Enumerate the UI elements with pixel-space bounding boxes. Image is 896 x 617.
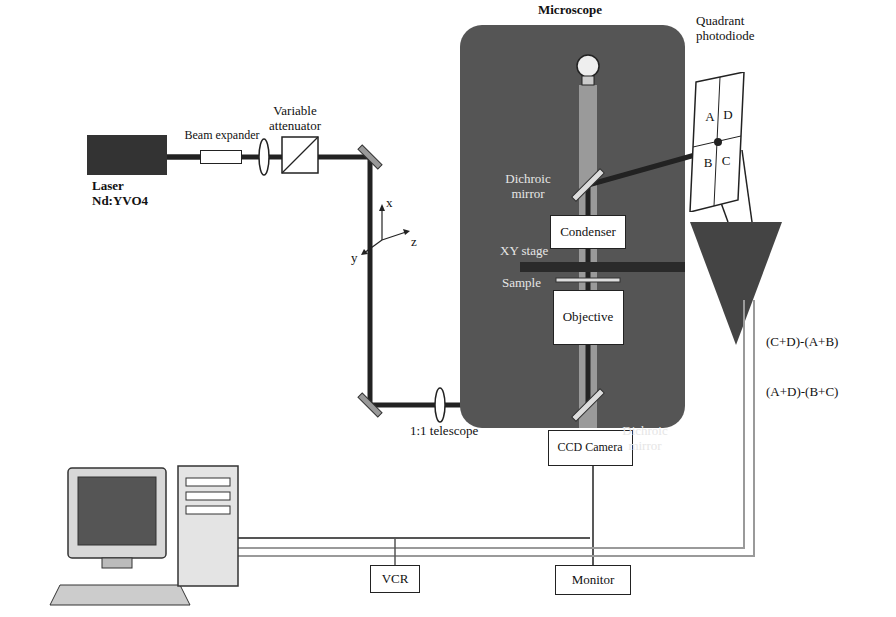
part-label: Variable attenuator — [258, 104, 332, 134]
part-label: XY stage — [500, 244, 548, 259]
node-label: CCD Camera — [552, 441, 629, 455]
microscope-part — [572, 169, 605, 202]
part-label: Sample — [502, 276, 541, 291]
axis — [403, 229, 410, 235]
keyboard — [50, 585, 190, 605]
axis — [364, 240, 382, 253]
axis-label: z — [411, 235, 417, 250]
axis — [361, 249, 368, 255]
laser-beam — [368, 157, 373, 405]
video-wire — [394, 538, 396, 565]
quadrant-letter: C — [720, 154, 732, 169]
microscope-part — [520, 262, 685, 272]
axis — [379, 204, 385, 211]
signal-name: (A+D)-(B+C) — [766, 385, 838, 400]
node-label: Beam expander — [167, 129, 277, 143]
mirror — [358, 145, 382, 169]
quadrant-photodiode: Quadrant photodiodeADBC — [688, 72, 746, 212]
lens — [259, 139, 269, 175]
computer-tower — [178, 466, 238, 586]
computer-monitor — [68, 468, 166, 558]
ccd-camera-box: CCD Camera — [548, 430, 633, 466]
drive-bay — [186, 506, 230, 514]
vcr-box: VCR — [370, 565, 420, 593]
monitor-box: Monitor — [555, 565, 631, 595]
node-label: Quadrant photodiode — [696, 14, 781, 44]
node-label: Microscope — [515, 3, 625, 18]
node-label: Condenser — [554, 225, 622, 240]
microscope-part — [556, 278, 620, 282]
quadrant-letter: D — [722, 108, 734, 123]
polarizer-cube — [282, 137, 318, 173]
computer-stand — [102, 558, 132, 568]
node-label: Laser Nd:YVO4 — [92, 179, 162, 209]
axis — [381, 208, 382, 240]
lens — [435, 388, 445, 422]
node-label: Monitor — [566, 573, 621, 588]
microscope-part — [572, 389, 605, 422]
laser-box: Laser Nd:YVO4 — [87, 135, 167, 175]
drive-bay — [186, 478, 230, 486]
part-label: 1:1 telescope — [410, 424, 478, 439]
microscope-part — [579, 85, 597, 428]
photodiode-outline — [688, 72, 746, 212]
quadrant-letter: B — [702, 156, 714, 171]
objective-box: Objective — [553, 290, 624, 345]
part-label: Dichroic mirror — [607, 424, 683, 454]
connector — [593, 466, 594, 565]
microscope-part — [577, 55, 599, 77]
axis-label: x — [386, 196, 393, 211]
microscope-housing: MicroscopeCondenserObjective — [460, 25, 685, 428]
signal-name: (C+D)-(A+B) — [766, 335, 838, 350]
microscope-part — [582, 76, 594, 85]
beam-expander-box: Beam expander — [200, 150, 242, 164]
part-label: Dichroic mirror — [493, 172, 563, 202]
video-wire — [238, 537, 590, 539]
node-label: Objective — [557, 310, 620, 325]
computer-screen — [78, 477, 156, 545]
wire — [742, 150, 752, 222]
quadrant-letter: A — [704, 110, 716, 125]
microscope-part — [586, 185, 591, 405]
polarizer-cube — [282, 137, 318, 173]
amplifier-triangle — [690, 222, 782, 345]
condenser-box: Condenser — [550, 215, 626, 249]
axis — [382, 232, 406, 240]
axis-label: y — [351, 251, 358, 266]
drive-bay — [186, 492, 230, 500]
mirror — [358, 393, 382, 417]
node-label: VCR — [376, 572, 415, 587]
